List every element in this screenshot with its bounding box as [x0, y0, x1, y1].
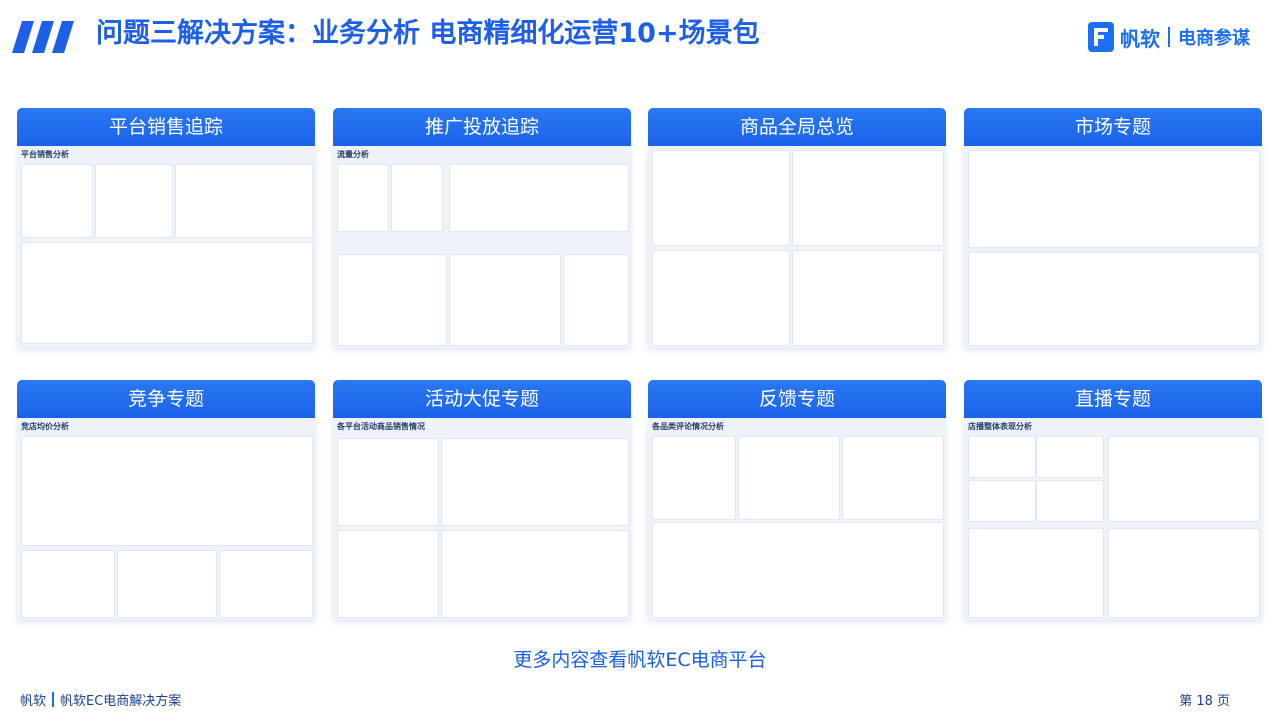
- brand-divider: [1168, 27, 1170, 47]
- brand-name: 帆软: [1120, 26, 1160, 51]
- thumbnail-panel: [652, 436, 736, 520]
- thumbnail-panel: [117, 550, 217, 618]
- thumbnail-subtitle: 店播整体表现分析: [968, 422, 1032, 431]
- thumbnail-panel: [219, 550, 313, 618]
- thumbnail-subtitle: 竞店均价分析: [21, 422, 69, 431]
- card-competition-topic[interactable]: 竞争专题 竞店均价分析: [17, 380, 315, 620]
- thumbnail-panel: [21, 164, 93, 238]
- card-title: 活动大促专题: [333, 380, 631, 418]
- page-number: 第 18 页: [1179, 694, 1230, 709]
- dashboard-thumbnail: 各品类评论情况分析: [648, 418, 946, 620]
- footer-brand-name: 帆软: [20, 694, 47, 709]
- thumbnail-panel: [1036, 436, 1104, 478]
- thumbnail-panel: [563, 254, 629, 346]
- decorative-slashes-icon: [12, 21, 74, 53]
- thumbnail-panel: [21, 242, 313, 344]
- card-feedback-topic[interactable]: 反馈专题 各品类评论情况分析: [648, 380, 946, 620]
- thumbnail-panel: [337, 254, 447, 346]
- dashboard-thumbnail: 竞店均价分析: [17, 418, 315, 620]
- card-promotion-tracking[interactable]: 推广投放追踪 流量分析: [333, 108, 631, 348]
- dashboard-thumbnail: 店播整体表现分析: [964, 418, 1262, 620]
- thumbnail-panel: [1108, 436, 1260, 522]
- thumbnail-panel: [652, 150, 790, 246]
- thumbnail-panel: [449, 254, 561, 346]
- more-content-link[interactable]: 更多内容查看帆软EC电商平台: [513, 649, 767, 671]
- card-title: 平台销售追踪: [17, 108, 315, 146]
- card-title: 直播专题: [964, 380, 1262, 418]
- dashboard-thumbnail: [964, 146, 1262, 348]
- dashboard-thumbnail: 流量分析: [333, 146, 631, 348]
- thumbnail-panel: [175, 164, 313, 238]
- dashboard-thumbnail: 平台销售分析: [17, 146, 315, 348]
- card-title: 商品全局总览: [648, 108, 946, 146]
- thumbnail-panel: [968, 252, 1260, 346]
- card-campaign-topic[interactable]: 活动大促专题 各平台活动商品销售情况: [333, 380, 631, 620]
- thumbnail-panel: [968, 480, 1036, 522]
- thumbnail-panel: [21, 550, 115, 618]
- brand-subtitle: 电商参谋: [1178, 28, 1250, 49]
- brand-logo-group: 帆软 电商参谋: [1088, 20, 1250, 54]
- thumbnail-panel: [842, 436, 944, 520]
- thumbnail-panel: [1108, 528, 1260, 618]
- thumbnail-subtitle: 流量分析: [337, 150, 369, 159]
- thumbnail-panel: [968, 528, 1104, 618]
- thumbnail-panel: [21, 436, 313, 546]
- page-title: 问题三解决方案：业务分析 电商精细化运营10+场景包: [96, 18, 760, 49]
- thumbnail-panel: [337, 164, 389, 232]
- card-platform-sales[interactable]: 平台销售追踪 平台销售分析: [17, 108, 315, 348]
- card-livestream-topic[interactable]: 直播专题 店播整体表现分析: [964, 380, 1262, 620]
- thumbnail-panel: [441, 438, 629, 526]
- card-title: 反馈专题: [648, 380, 946, 418]
- card-product-overview[interactable]: 商品全局总览: [648, 108, 946, 348]
- thumbnail-subtitle: 各品类评论情况分析: [652, 422, 724, 431]
- thumbnail-panel: [391, 164, 443, 232]
- card-title: 市场专题: [964, 108, 1262, 146]
- fanruan-logo-icon: [1088, 22, 1114, 52]
- card-title: 竞争专题: [17, 380, 315, 418]
- thumbnail-panel: [337, 438, 439, 526]
- thumbnail-panel: [652, 250, 790, 346]
- thumbnail-panel: [441, 530, 629, 618]
- footer-solution-text: 帆软EC电商解决方案: [60, 694, 182, 709]
- dashboard-thumbnail: 各平台活动商品销售情况: [333, 418, 631, 620]
- thumbnail-panel: [968, 150, 1260, 248]
- thumbnail-subtitle: 平台销售分析: [21, 150, 69, 159]
- dashboard-thumbnail: [648, 146, 946, 348]
- footer-brand: 帆软 帆软EC电商解决方案: [20, 690, 181, 709]
- thumbnail-panel: [792, 250, 944, 346]
- footer-divider: [52, 692, 55, 707]
- thumbnail-panel: [95, 164, 173, 238]
- thumbnail-panel: [337, 530, 439, 618]
- thumbnail-panel: [968, 436, 1036, 478]
- card-market-topic[interactable]: 市场专题: [964, 108, 1262, 348]
- thumbnail-subtitle: 各平台活动商品销售情况: [337, 422, 425, 431]
- card-title: 推广投放追踪: [333, 108, 631, 146]
- thumbnail-panel: [449, 164, 629, 232]
- thumbnail-panel: [1036, 480, 1104, 522]
- thumbnail-panel: [652, 522, 944, 618]
- thumbnail-panel: [738, 436, 840, 520]
- thumbnail-panel: [792, 150, 944, 246]
